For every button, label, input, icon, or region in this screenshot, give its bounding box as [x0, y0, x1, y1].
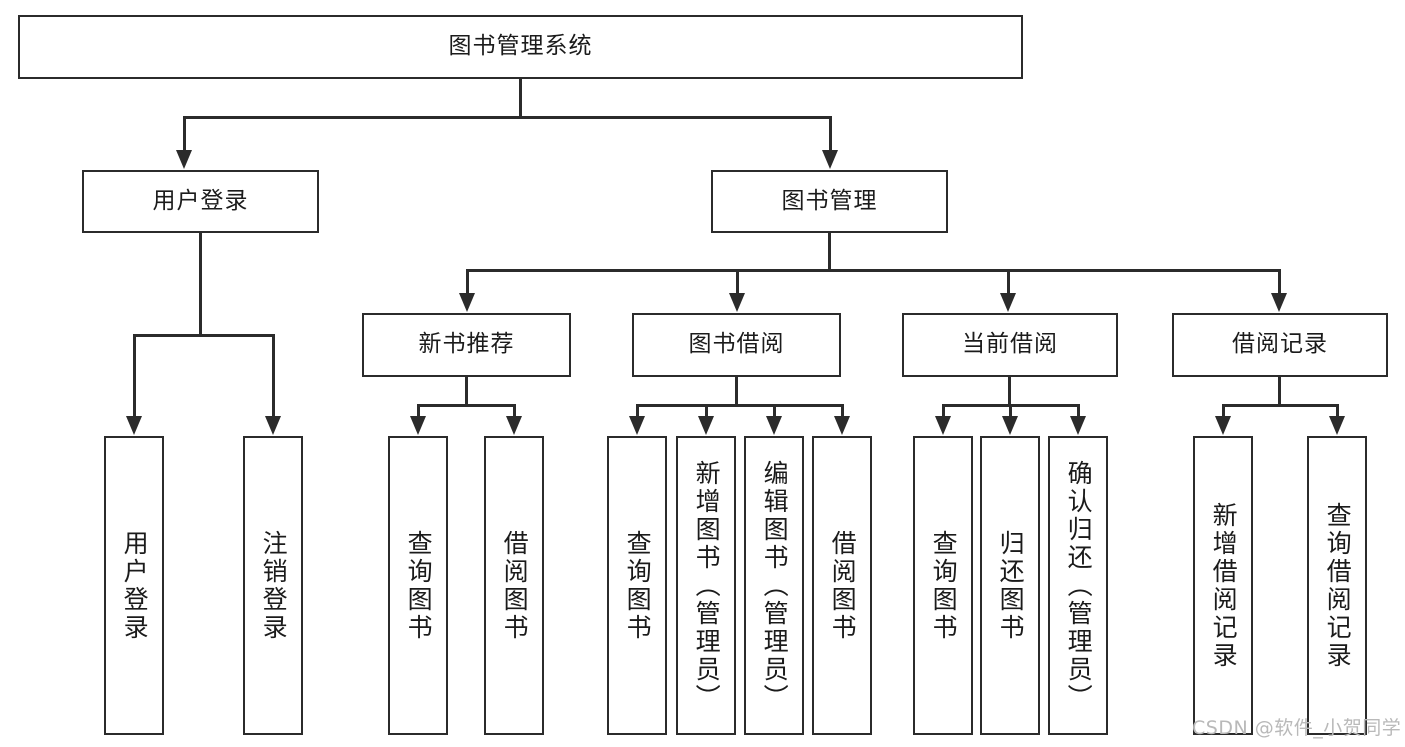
node-label: 查询图书: [929, 529, 959, 642]
node-label: 新增借阅记录: [1209, 501, 1239, 670]
edge-user-login-stem: [199, 233, 202, 336]
leaf-book-borrow-borrow[interactable]: 借阅图书: [812, 436, 872, 735]
node-label: 确认归还（管理员）: [1064, 459, 1094, 712]
leaf-new-book-borrow[interactable]: 借阅图书: [484, 436, 544, 735]
leaf-current-borrow-confirm-return[interactable]: 确认归还（管理员）: [1048, 436, 1108, 735]
edge-book-borrow-to-leaf-3: [841, 404, 844, 418]
arrowhead-book-borrow-leaf-3: [834, 416, 850, 435]
edge-user-login-to-leaf-1: [272, 334, 275, 418]
arrowhead-l3-3: [1271, 293, 1287, 312]
arrowhead-book-borrow-leaf-2: [766, 416, 782, 435]
edge-borrow-record-to-leaf-1: [1336, 404, 1339, 418]
edge-book-borrow-stem: [735, 377, 738, 406]
arrowhead-borrow-record-leaf-0: [1215, 416, 1231, 435]
node-label: 图书管理系统: [448, 33, 593, 60]
edge-current-borrow-stem: [1008, 377, 1011, 406]
leaf-user-login-logout[interactable]: 注销登录: [243, 436, 303, 735]
arrowhead-user-login-leaf-1: [265, 416, 281, 435]
arrowhead-user-login-leaf-0: [126, 416, 142, 435]
edge-book-borrow-to-leaf-0: [636, 404, 639, 418]
edge-root-to-user-login: [183, 116, 186, 152]
node-current-borrow[interactable]: 当前借阅: [902, 313, 1118, 377]
edge-borrow-record-bus: [1222, 404, 1338, 407]
arrowhead-new-book-leaf-1: [506, 416, 522, 435]
node-label: 新增图书（管理员）: [692, 459, 722, 712]
edge-new-book-bus: [417, 404, 515, 407]
arrowhead-book-borrow-leaf-1: [698, 416, 714, 435]
leaf-current-borrow-return[interactable]: 归还图书: [980, 436, 1040, 735]
edge-root-stem: [519, 79, 522, 118]
node-new-book-recommend[interactable]: 新书推荐: [362, 313, 571, 377]
node-borrow-record[interactable]: 借阅记录: [1172, 313, 1388, 377]
node-label: 借阅记录: [1232, 331, 1328, 358]
node-label: 查询借阅记录: [1323, 501, 1353, 670]
node-root-system[interactable]: 图书管理系统: [18, 15, 1023, 79]
node-label: 编辑图书（管理员）: [760, 459, 790, 712]
edge-current-borrow-to-leaf-1: [1009, 404, 1012, 418]
arrowhead-to-user-login: [176, 150, 192, 169]
node-label: 用户登录: [152, 187, 249, 214]
arrowhead-l3-1: [729, 293, 745, 312]
node-label: 查询图书: [623, 529, 653, 642]
node-label: 图书借阅: [688, 331, 785, 358]
node-book-borrow[interactable]: 图书借阅: [632, 313, 841, 377]
edge-book-borrow-to-leaf-2: [773, 404, 776, 418]
node-label: 注销登录: [259, 529, 289, 642]
arrowhead-current-borrow-leaf-1: [1002, 416, 1018, 435]
leaf-borrow-record-add[interactable]: 新增借阅记录: [1193, 436, 1253, 735]
edge-book-manage-to-l3-0: [466, 269, 469, 295]
edge-user-login-to-leaf-0: [133, 334, 136, 418]
node-label: 当前借阅: [962, 331, 1058, 358]
arrowhead-new-book-leaf-0: [410, 416, 426, 435]
arrowhead-to-book-manage: [822, 150, 838, 169]
edge-book-manage-to-l3-2: [1007, 269, 1010, 295]
edge-user-login-bus: [133, 334, 274, 337]
csdn-watermark: CSDN @软件_小贺同学: [1192, 717, 1402, 739]
node-label: 查询图书: [404, 529, 434, 642]
arrowhead-l3-0: [459, 293, 475, 312]
edge-new-book-to-leaf-1: [513, 404, 516, 418]
leaf-new-book-query[interactable]: 查询图书: [388, 436, 448, 735]
node-label: 借阅图书: [828, 529, 858, 642]
node-label: 新书推荐: [418, 331, 515, 358]
edge-current-borrow-to-leaf-2: [1077, 404, 1080, 418]
node-label: 图书管理: [781, 187, 878, 214]
arrowhead-book-borrow-leaf-0: [629, 416, 645, 435]
edge-borrow-record-stem: [1278, 377, 1281, 406]
edge-new-book-to-leaf-0: [417, 404, 420, 418]
node-label: 借阅图书: [500, 529, 530, 642]
edge-book-borrow-to-leaf-1: [705, 404, 708, 418]
leaf-borrow-record-query[interactable]: 查询借阅记录: [1307, 436, 1367, 735]
leaf-book-borrow-query[interactable]: 查询图书: [607, 436, 667, 735]
arrowhead-l3-2: [1000, 293, 1016, 312]
node-book-management[interactable]: 图书管理: [711, 170, 948, 233]
arrowhead-current-borrow-leaf-2: [1070, 416, 1086, 435]
arrowhead-borrow-record-leaf-1: [1329, 416, 1345, 435]
arrowhead-current-borrow-leaf-0: [935, 416, 951, 435]
edge-book-manage-bus: [466, 269, 1278, 272]
edge-book-manage-stem: [828, 233, 831, 271]
leaf-book-borrow-edit[interactable]: 编辑图书（管理员）: [744, 436, 804, 735]
edge-new-book-stem: [465, 377, 468, 406]
edge-book-borrow-bus: [636, 404, 844, 407]
edge-borrow-record-to-leaf-0: [1222, 404, 1225, 418]
node-user-login[interactable]: 用户登录: [82, 170, 319, 233]
edge-book-manage-to-l3-3: [1278, 269, 1281, 295]
leaf-book-borrow-add[interactable]: 新增图书（管理员）: [676, 436, 736, 735]
edge-root-bus: [183, 116, 831, 119]
leaf-user-login-login[interactable]: 用户登录: [104, 436, 164, 735]
node-label: 用户登录: [120, 529, 150, 642]
edge-current-borrow-to-leaf-0: [942, 404, 945, 418]
node-label: 归还图书: [996, 529, 1026, 642]
edge-book-manage-to-l3-1: [736, 269, 739, 295]
leaf-current-borrow-query[interactable]: 查询图书: [913, 436, 973, 735]
edge-root-to-book-manage: [829, 116, 832, 152]
